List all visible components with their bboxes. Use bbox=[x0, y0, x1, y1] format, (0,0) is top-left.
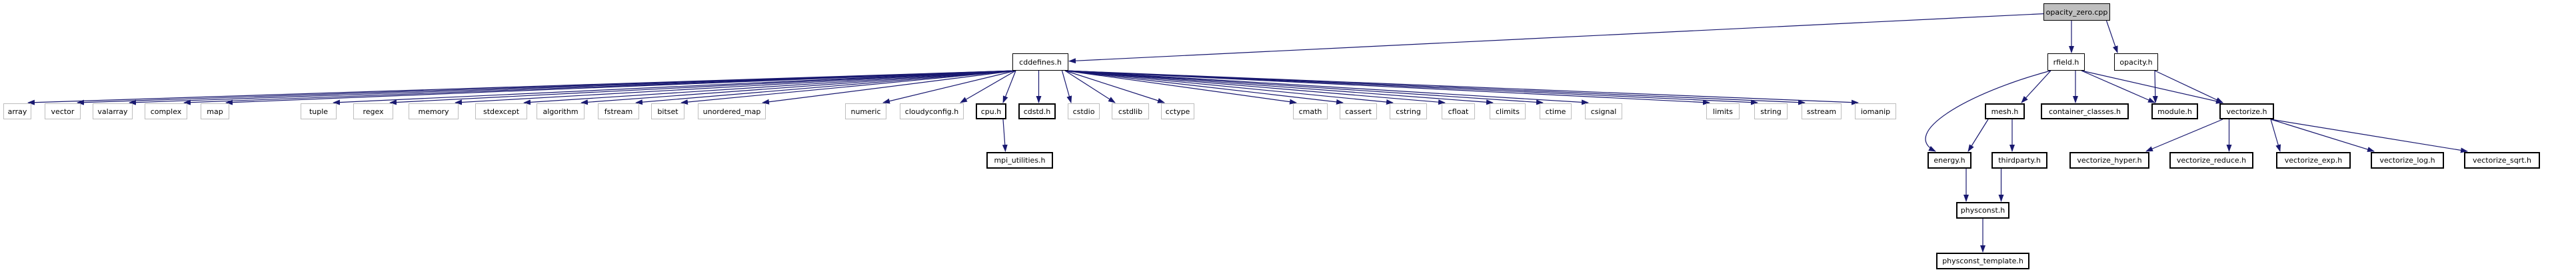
node-vectorize-hyper-h[interactable]: vectorize_hyper.h bbox=[2069, 152, 2149, 169]
edge-rfield-h-to-energy-h bbox=[1925, 70, 2051, 152]
node-energy-h[interactable]: energy.h bbox=[1928, 152, 1971, 169]
node-vector: vector bbox=[45, 103, 81, 119]
edge-opacity-zero-cpp-to-cddefines-h bbox=[1068, 13, 2044, 64]
edge-cddefines-h-to-cmath bbox=[1064, 70, 1297, 105]
node-mesh-h[interactable]: mesh.h bbox=[1985, 103, 2025, 119]
node-csignal: csignal bbox=[1585, 103, 1622, 119]
node-vectorize-sqrt-h[interactable]: vectorize_sqrt.h bbox=[2464, 152, 2540, 169]
edge-cddefines-h-to-unordered-map bbox=[762, 70, 1016, 105]
node-opacity-zero-cpp: opacity_zero.cpp bbox=[2043, 3, 2110, 21]
node-valarray: valarray bbox=[93, 103, 133, 119]
edge-cddefines-h-to-cpu-h bbox=[1002, 70, 1016, 103]
node-vectorize-log-h[interactable]: vectorize_log.h bbox=[2371, 152, 2444, 169]
node-map: map bbox=[201, 103, 229, 119]
edge-cddefines-h-to-stdexcept bbox=[523, 70, 1016, 105]
node-cassert: cassert bbox=[1340, 103, 1377, 119]
edge-cddefines-h-to-cctype bbox=[1064, 70, 1165, 103]
edge-vectorize-h-to-vectorize-log-h bbox=[2270, 119, 2375, 152]
edge-rfield-h-to-vectorize-h bbox=[2081, 70, 2223, 104]
node-array: array bbox=[3, 103, 31, 119]
edge-vectorize-h-to-vectorize-hyper-h bbox=[2145, 119, 2223, 152]
edge-cddefines-h-to-fstream bbox=[635, 70, 1016, 105]
node-cctype: cctype bbox=[1161, 103, 1194, 119]
edge-cddefines-h-to-numeric bbox=[882, 70, 1016, 104]
node-physconst-template-h[interactable]: physconst_template.h bbox=[1936, 253, 2029, 269]
edge-cddefines-h-to-cstring bbox=[1064, 70, 1394, 105]
node-mpi-utilities-h[interactable]: mpi_utilities.h bbox=[986, 152, 1053, 169]
edge-rfield-h-to-mesh-h bbox=[2021, 70, 2051, 103]
edge-cddefines-h-to-cfloat bbox=[1064, 70, 1446, 105]
edge-vectorize-h-to-vectorize-exp-h bbox=[2270, 119, 2281, 152]
node-algorithm: algorithm bbox=[537, 103, 585, 119]
node-rfield-h[interactable]: rfield.h bbox=[2047, 53, 2085, 71]
edge-cddefines-h-to-map bbox=[225, 70, 1016, 105]
edge-cddefines-h-to-cloudyconfig-h bbox=[960, 70, 1016, 103]
node-regex: regex bbox=[353, 103, 393, 119]
node-cstring: cstring bbox=[1390, 103, 1427, 119]
node-bitset: bitset bbox=[651, 103, 684, 119]
node-fstream: fstream bbox=[598, 103, 639, 119]
node-physconst-h[interactable]: physconst.h bbox=[1956, 202, 2009, 219]
edge-cddefines-h-to-iomanip bbox=[1064, 70, 1859, 105]
node-complex: complex bbox=[145, 103, 187, 119]
node-vectorize-exp-h[interactable]: vectorize_exp.h bbox=[2276, 152, 2351, 169]
edge-cddefines-h-to-cstdio bbox=[1061, 70, 1072, 103]
edge-rfield-h-to-module-h bbox=[2081, 70, 2155, 103]
node-numeric: numeric bbox=[845, 103, 886, 119]
node-tuple: tuple bbox=[301, 103, 337, 119]
edge-cddefines-h-to-cassert bbox=[1064, 70, 1344, 105]
edge-cddefines-h-to-ctime bbox=[1064, 70, 1544, 105]
edge-mesh-h-to-energy-h bbox=[1967, 119, 1989, 152]
edge-opacity-zero-cpp-to-opacity-h bbox=[2105, 20, 2118, 53]
node-cstdlib: cstdlib bbox=[1112, 103, 1149, 119]
node-sstream: sstream bbox=[1802, 103, 1842, 119]
edge-cddefines-h-to-algorithm bbox=[581, 70, 1016, 105]
edge-cddefines-h-to-csignal bbox=[1064, 70, 1589, 105]
node-memory: memory bbox=[409, 103, 459, 119]
edge-cddefines-h-to-cstdlib bbox=[1064, 70, 1116, 103]
node-limits: limits bbox=[1706, 103, 1740, 119]
edge-cpu-h-to-mpi-utilities-h bbox=[1002, 119, 1008, 152]
edge-cddefines-h-to-climits bbox=[1064, 70, 1494, 105]
node-cddefines-h[interactable]: cddefines.h bbox=[1012, 53, 1068, 71]
node-iomanip: iomanip bbox=[1855, 103, 1896, 119]
edge-cddefines-h-to-bitset bbox=[680, 70, 1016, 105]
node-ctime: ctime bbox=[1540, 103, 1572, 119]
node-cfloat: cfloat bbox=[1442, 103, 1475, 119]
node-thirdparty-h[interactable]: thirdparty.h bbox=[1991, 152, 2047, 169]
edge-cddefines-h-to-memory bbox=[455, 70, 1016, 105]
edge-cddefines-h-to-regex bbox=[389, 70, 1016, 105]
edge-vectorize-h-to-vectorize-sqrt-h bbox=[2270, 119, 2468, 153]
node-vectorize-h[interactable]: vectorize.h bbox=[2219, 103, 2274, 119]
edge-opacity-h-to-vectorize-h bbox=[2154, 70, 2223, 103]
node-string: string bbox=[1754, 103, 1788, 119]
node-cdstd-h[interactable]: cdstd.h bbox=[1018, 103, 1056, 119]
node-vectorize-reduce-h[interactable]: vectorize_reduce.h bbox=[2169, 152, 2253, 169]
node-cpu-h[interactable]: cpu.h bbox=[976, 103, 1006, 119]
node-climits: climits bbox=[1490, 103, 1526, 119]
node-unordered-map: unordered_map bbox=[698, 103, 766, 119]
node-cloudyconfig-h: cloudyconfig.h bbox=[900, 103, 964, 119]
edge-cddefines-h-to-tuple bbox=[333, 70, 1016, 105]
node-cstdio: cstdio bbox=[1068, 103, 1100, 119]
node-container-classes-h[interactable]: container_classes.h bbox=[2041, 103, 2129, 119]
node-opacity-h[interactable]: opacity.h bbox=[2114, 53, 2158, 71]
node-cmath: cmath bbox=[1293, 103, 1328, 119]
node-module-h[interactable]: module.h bbox=[2151, 103, 2198, 119]
node-stdexcept: stdexcept bbox=[475, 103, 527, 119]
